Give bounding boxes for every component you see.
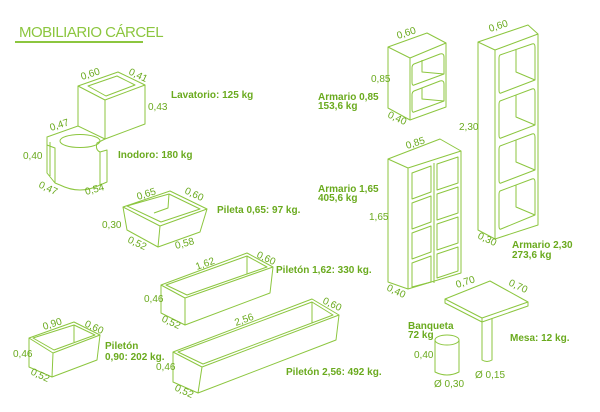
dim: 1,62 [194,256,216,273]
dim: 0,46 [13,349,33,360]
inodoro-drawing [46,125,108,191]
pileton-162-drawing [160,252,274,326]
dim: 0,54 [84,182,106,198]
dim: 1,65 [369,212,389,223]
banqueta-drawing [434,334,460,376]
mesa-label: Mesa: 12 kg. [510,333,570,344]
pileton-256-label: Piletón 2,56: 492 kg. [286,367,382,378]
dim: 0,60 [255,250,278,268]
dim: 0,40 [386,110,409,128]
title-underline [15,41,143,43]
dim: 0,46 [144,294,164,305]
page-title: MOBILIARIO CÁRCEL [19,24,163,41]
banqueta-label: Banqueta [408,321,454,332]
armario-085-weight: 153,6 kg [318,101,357,112]
lavatorio-label: Lavatorio: 125 kg [171,90,253,101]
dim: 0,85 [371,74,391,85]
armario-230-label: Armario 2,30 [512,240,573,251]
dim: 0,52 [29,367,52,385]
dim: 0,47 [37,180,60,198]
armario-165-label: Armario 1,65 [318,184,379,195]
mesa-drawing [444,280,529,362]
dim: 0,40 [385,283,408,301]
armario-165-drawing [387,138,462,290]
armario-230-weight: 273,6 kg [512,250,551,261]
dim: 0,30 [102,220,122,231]
dim: 0,40 [23,151,43,162]
pileton-090-label: Piletón [105,341,138,352]
banqueta-weight: 72 kg [408,330,434,341]
inodoro-label: Inodoro: 180 kg [118,150,192,161]
pileton-162-label: Piletón 1,62: 330 kg. [276,265,372,276]
dim: 0,90 [42,316,64,333]
pileta-065-drawing [122,190,208,248]
dim: 0,70 [507,278,530,296]
pileta-065-label: Pileta 0,65: 97 kg. [217,205,301,216]
dim: 2,56 [233,312,255,329]
armario-085-label: Armario 0,85 [318,92,379,103]
dim: 2,30 [459,122,479,133]
dim: 0,60 [396,25,418,42]
dim: Ø 0,15 [475,370,505,381]
dim: 0,47 [49,117,71,134]
dim: 0,46 [156,362,176,373]
lavatorio-drawing [77,71,146,140]
dim: 0,52 [160,314,183,332]
pileton-256-drawing [172,298,340,394]
dim: 0,52 [126,235,149,253]
dim: 0,70 [455,274,477,291]
armario-085-drawing [387,32,447,121]
dim: 0,58 [174,236,196,252]
dim: 0,52 [173,383,196,401]
dim: 0,60 [183,186,206,204]
dim: 0,40 [414,350,434,361]
dim: 0,60 [80,66,102,83]
armario-230-drawing [477,24,539,240]
dim: 0,85 [405,135,427,152]
dim: 0,43 [148,102,168,113]
dim: Ø 0,30 [434,379,464,390]
pileton-090-drawing [28,321,101,378]
pileton-090-weight: 0,90: 202 kg. [105,352,165,363]
armario-165-weight: 405,6 kg [318,193,357,204]
